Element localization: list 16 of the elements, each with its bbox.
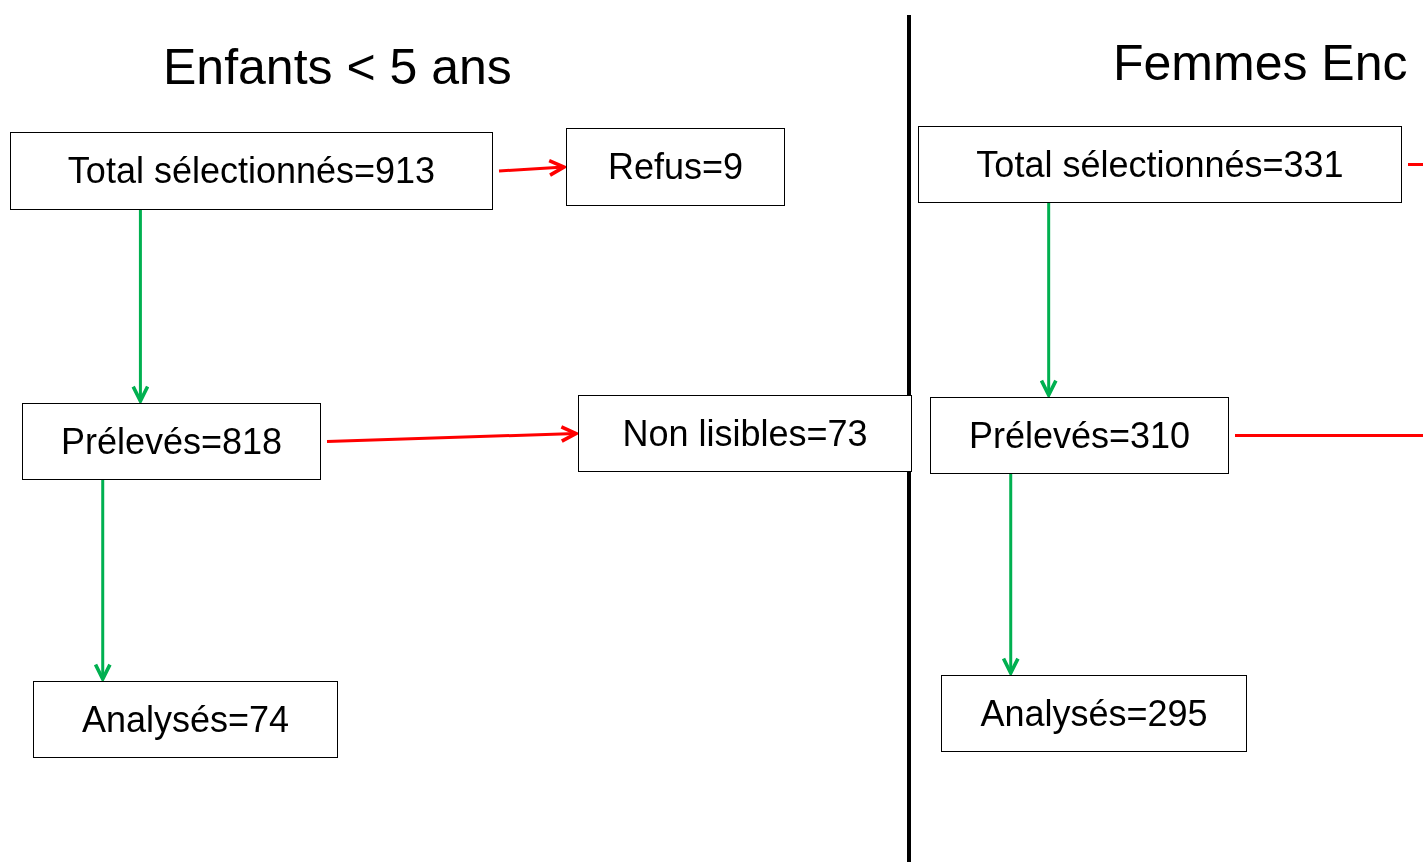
column-heading: Femmes Enc <box>1113 34 1408 92</box>
process-box: Analysés=74 <box>33 681 338 758</box>
arrow <box>498 158 566 177</box>
arrow <box>1039 203 1058 397</box>
process-box: Non lisibles=73 <box>578 395 912 472</box>
column-heading: Enfants < 5 ans <box>163 38 512 96</box>
process-box: Prélevés=818 <box>22 403 321 480</box>
process-box: Analysés=295 <box>941 675 1247 752</box>
arrow <box>93 480 112 681</box>
process-box: Refus=9 <box>566 128 785 206</box>
process-box: Total sélectionnés=331 <box>918 126 1402 203</box>
arrow <box>1001 474 1020 675</box>
process-box: Prélevés=310 <box>930 397 1229 474</box>
arrow <box>131 210 150 403</box>
arrow <box>326 424 578 443</box>
process-box: Total sélectionnés=913 <box>10 132 493 210</box>
